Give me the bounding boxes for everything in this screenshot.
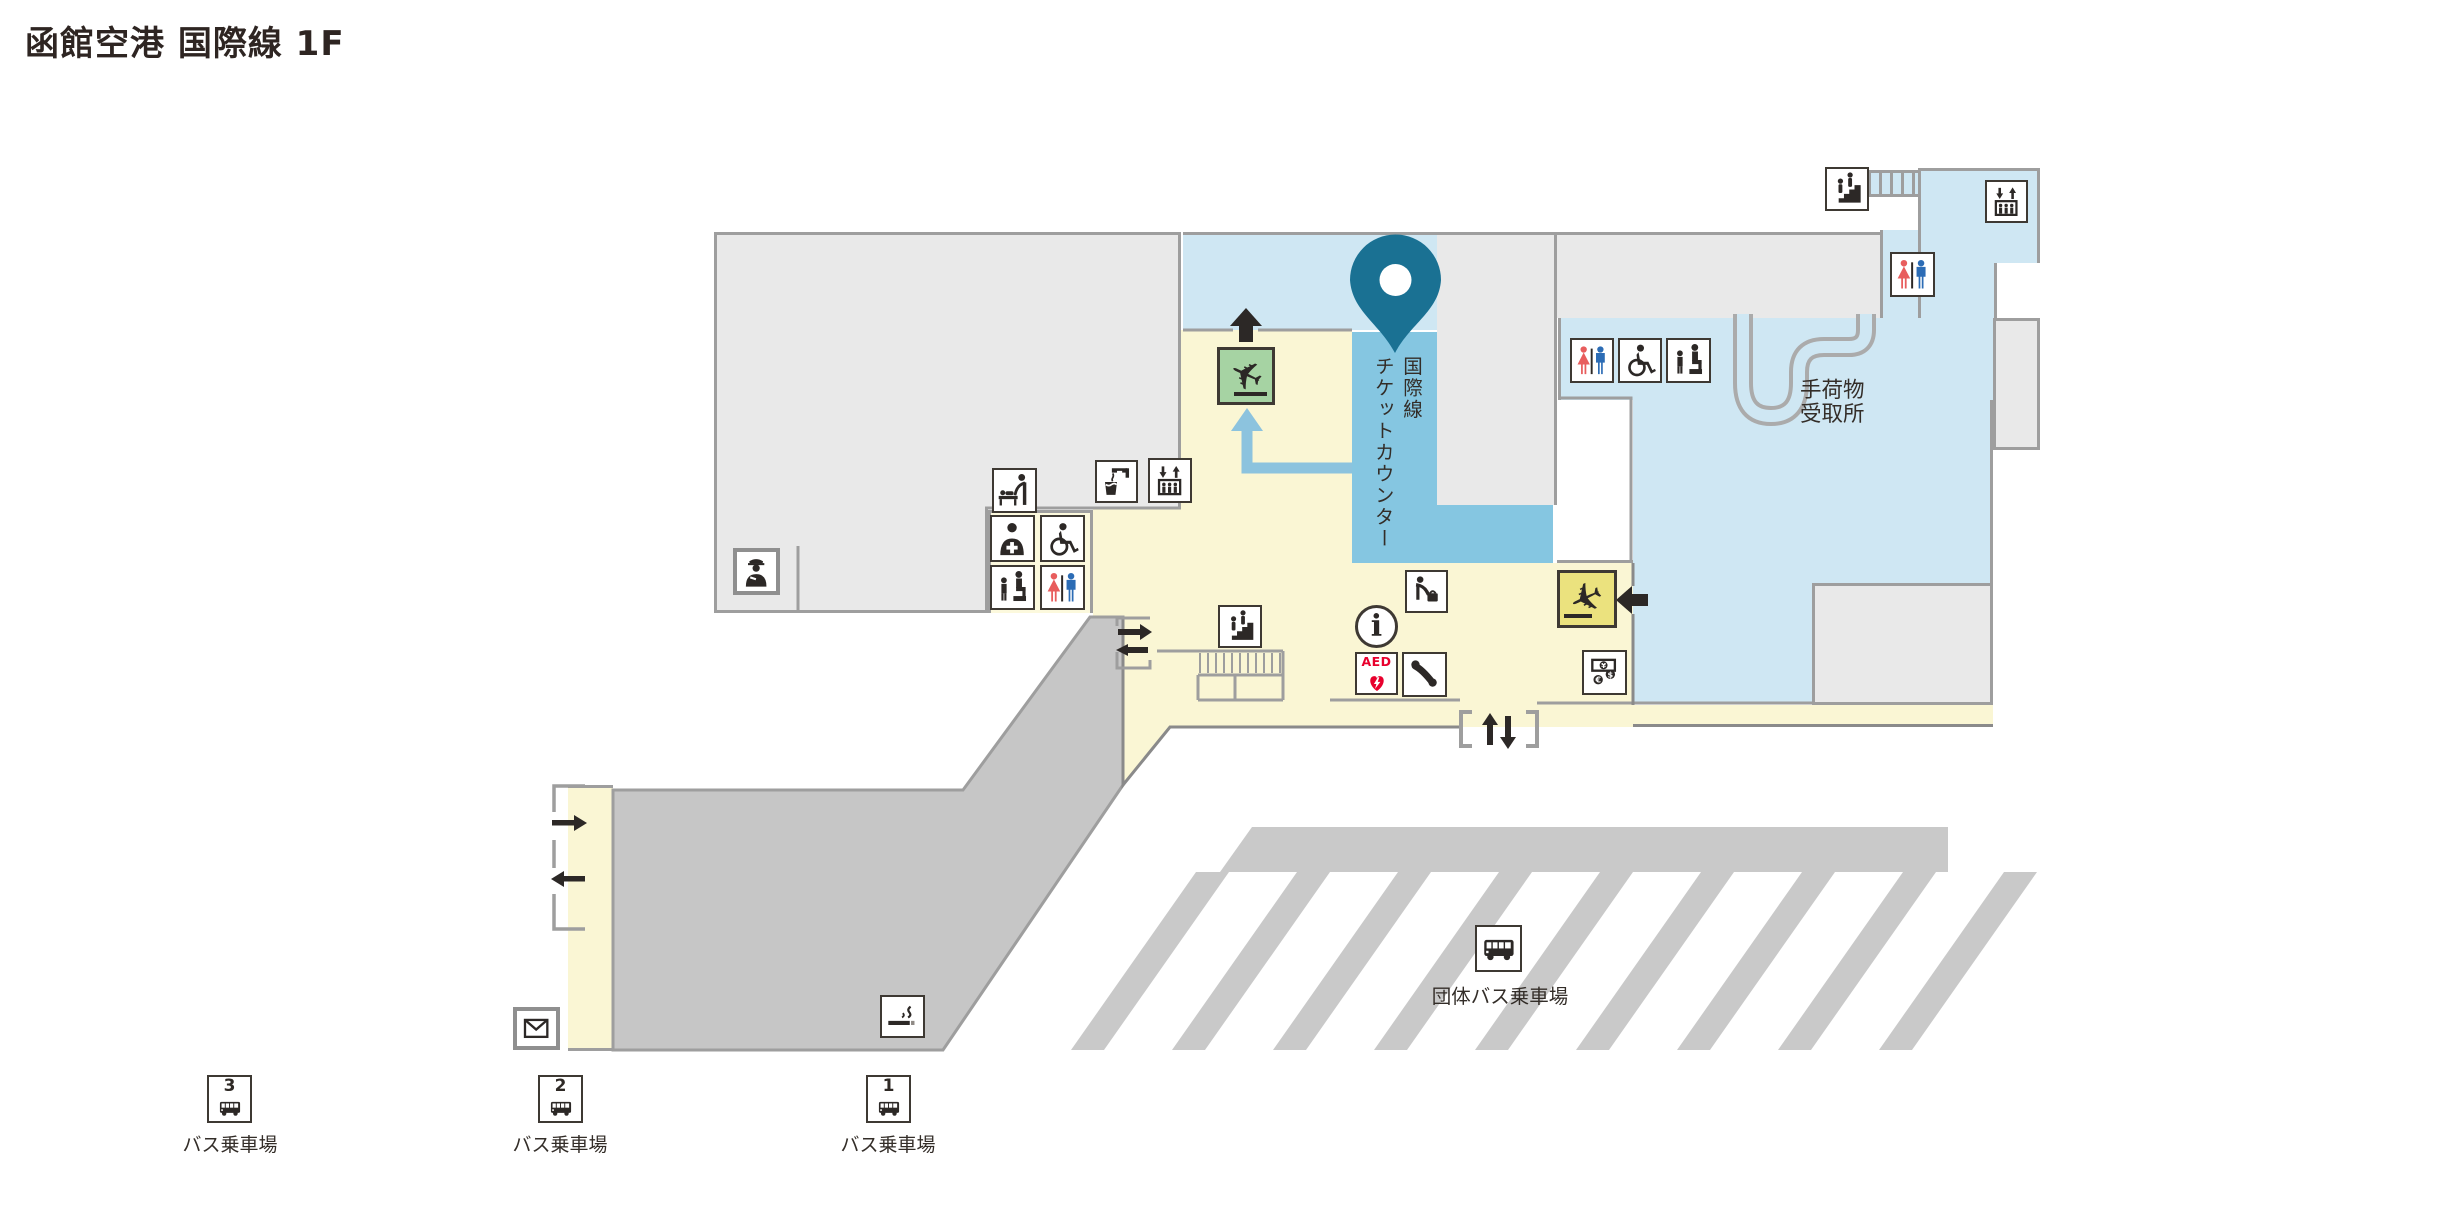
service-block — [1812, 583, 1993, 705]
group-bus-stop-label: 団体バス乗車場 — [1431, 985, 1569, 1008]
elevator-icon — [1148, 458, 1192, 503]
front-sidewalk — [1633, 705, 1993, 727]
arrivals-icon: ✈ — [1557, 570, 1617, 628]
baggage-storage-icon — [1405, 570, 1448, 613]
building-block-right — [1557, 232, 1880, 318]
bus-stop-1-label: バス乗車場 — [840, 1134, 936, 1156]
first-aid-icon — [990, 515, 1035, 562]
public-phone-icon — [1402, 652, 1447, 697]
bus-stop-2-label: バス乗車場 — [512, 1134, 608, 1156]
currency-exchange-icon — [1582, 650, 1627, 695]
building-block-center — [1437, 232, 1557, 505]
baggage-claim-hall-mid — [1633, 400, 1993, 583]
baby-care-icon — [1666, 338, 1711, 383]
toilet-icon — [1570, 338, 1614, 383]
information-icon: i — [1355, 605, 1398, 648]
bus-stop-3-icon: 3 — [207, 1075, 252, 1123]
ticket-counter-label: 国際線チケットカウンター — [1371, 356, 1423, 550]
right-edge-block — [1993, 318, 2040, 450]
police-icon — [733, 548, 780, 595]
access-walkway — [611, 615, 1125, 1052]
page-title: 函館空港 国際線 1F — [25, 24, 345, 64]
toilet-icon — [1040, 565, 1085, 610]
international-ticket-counter-zone-ext — [1437, 505, 1553, 563]
international-ticket-counter-zone — [1352, 332, 1437, 563]
wheelchair-icon — [1040, 515, 1085, 562]
stairs-icon — [1825, 167, 1869, 211]
group-bus-icon — [1475, 925, 1522, 972]
parking-lane-markings — [1071, 827, 2037, 1050]
concourse-west-fill — [1093, 508, 1181, 618]
diaper-change-icon — [992, 468, 1037, 513]
baggage-claim-label: 手荷物受取所 — [1800, 378, 1865, 428]
nursing-room-icon — [990, 565, 1035, 610]
drinking-water-icon — [1095, 460, 1138, 503]
smoking-area-icon — [880, 995, 925, 1038]
light-well — [1557, 400, 1633, 563]
bus-stop-3-label: バス乗車場 — [182, 1134, 278, 1156]
stair-bridge — [1868, 170, 1918, 197]
west-sidewalk — [568, 785, 613, 1051]
bus-stop-1-icon: 1 — [866, 1075, 911, 1123]
stairs-icon — [1218, 605, 1262, 648]
aed-icon: AED — [1355, 652, 1398, 695]
departures-icon: ✈ — [1217, 347, 1275, 405]
post-box-icon — [513, 1007, 560, 1050]
toilet-icon — [1890, 252, 1935, 297]
elevator-icon — [1985, 180, 2028, 223]
wheelchair-icon — [1618, 338, 1662, 383]
baggage-claim-hall-lower — [1633, 583, 1812, 702]
zone-counter-lobby — [1183, 232, 1437, 330]
bus-stop-2-icon: 2 — [538, 1075, 583, 1123]
